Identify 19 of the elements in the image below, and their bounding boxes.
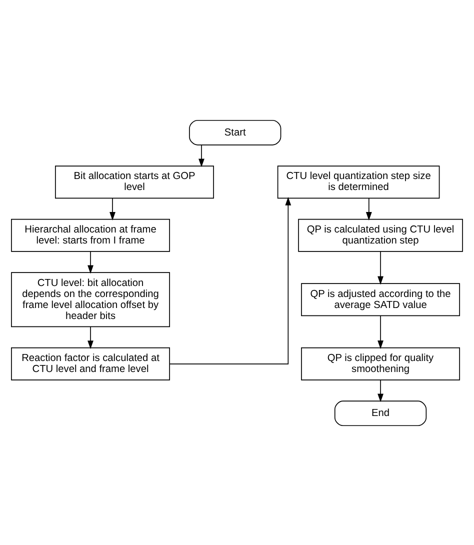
node-box: QP is adjusted according to the average SATD value bbox=[301, 282, 460, 316]
node-box: Reaction factor is calculated at CTU level and frame level bbox=[11, 346, 170, 380]
arrow bbox=[88, 250, 94, 274]
node-box: Start bbox=[189, 119, 282, 145]
arrow bbox=[366, 197, 372, 220]
arrow bbox=[378, 250, 384, 284]
node-box: Hierarchal allocation at frame level: starts from I frame bbox=[11, 218, 170, 252]
arrow bbox=[110, 197, 116, 220]
arrow bbox=[378, 379, 384, 402]
node-box: QP is calculated using CTU level quantization step bbox=[298, 218, 463, 252]
node-box: Bit allocation starts at GOP level bbox=[55, 165, 214, 198]
arrow bbox=[378, 314, 384, 348]
node-box: QP is clipped for quality smoothening bbox=[301, 346, 460, 380]
node-box: CTU level quantization step size is determined bbox=[277, 165, 440, 198]
arrow bbox=[198, 144, 204, 167]
arrow bbox=[88, 326, 94, 349]
node-box: End bbox=[334, 400, 427, 426]
node-box: CTU level: bit allocation depends on the corresponding frame level allocation offset by header bits bbox=[11, 272, 170, 327]
arrow bbox=[169, 196, 292, 364]
